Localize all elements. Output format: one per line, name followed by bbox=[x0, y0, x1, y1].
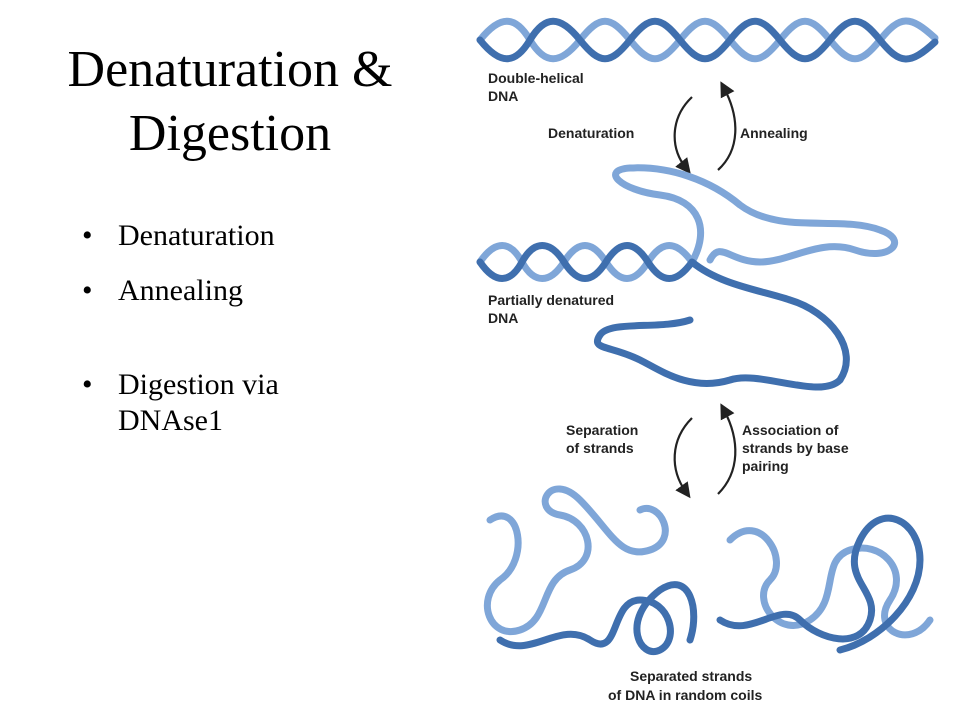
label-denaturation: Denaturation bbox=[548, 125, 634, 141]
label-double-helical: Double-helical bbox=[488, 70, 584, 86]
random-coil-left bbox=[483, 485, 698, 656]
title-line-2: Digestion bbox=[128, 105, 332, 162]
bullet-text: Digestion via DNAse1 bbox=[118, 368, 279, 437]
label-separation-strands: of strands bbox=[566, 440, 634, 456]
label-association-strands: strands by base bbox=[742, 440, 849, 456]
dna-denaturation-figure: Double-helical DNA Denaturation Annealin… bbox=[476, 17, 939, 703]
title-line-1: Denaturation & bbox=[67, 41, 393, 98]
double-helix-top bbox=[476, 17, 939, 63]
bullet-dot: • bbox=[82, 219, 93, 252]
label-separated-strands: Separated strands bbox=[630, 668, 752, 684]
bullet-item: • Digestion via DNAse1 bbox=[82, 367, 362, 439]
label-separation: Separation bbox=[566, 422, 638, 438]
random-coil-right bbox=[716, 514, 934, 654]
bullet-text: Annealing bbox=[118, 274, 243, 307]
arrow-annealing bbox=[717, 81, 737, 171]
label-random-coils: of DNA in random coils bbox=[608, 687, 762, 703]
slide-title: Denaturation & Digestion bbox=[20, 38, 440, 166]
label-association: Association of bbox=[742, 422, 839, 438]
bullet-item: • Denaturation bbox=[82, 218, 362, 254]
bullet-dot: • bbox=[82, 274, 93, 307]
label-partially-denatured-dna: DNA bbox=[488, 310, 518, 326]
label-partially-denatured: Partially denatured bbox=[488, 292, 614, 308]
bullet-text: Denaturation bbox=[118, 219, 275, 252]
label-annealing: Annealing bbox=[740, 125, 808, 141]
arrow-association bbox=[717, 403, 737, 495]
bullet-list: • Denaturation • Annealing • Digestion via … bbox=[82, 218, 362, 439]
label-association-pairing: pairing bbox=[742, 458, 789, 474]
arrow-separation bbox=[673, 417, 693, 499]
bullet-dot: • bbox=[82, 368, 93, 401]
arrow-denaturation bbox=[673, 96, 693, 175]
bullet-item: • Annealing bbox=[82, 273, 362, 309]
partially-denatured-dna bbox=[476, 164, 898, 391]
label-double-helical-dna: DNA bbox=[488, 88, 518, 104]
